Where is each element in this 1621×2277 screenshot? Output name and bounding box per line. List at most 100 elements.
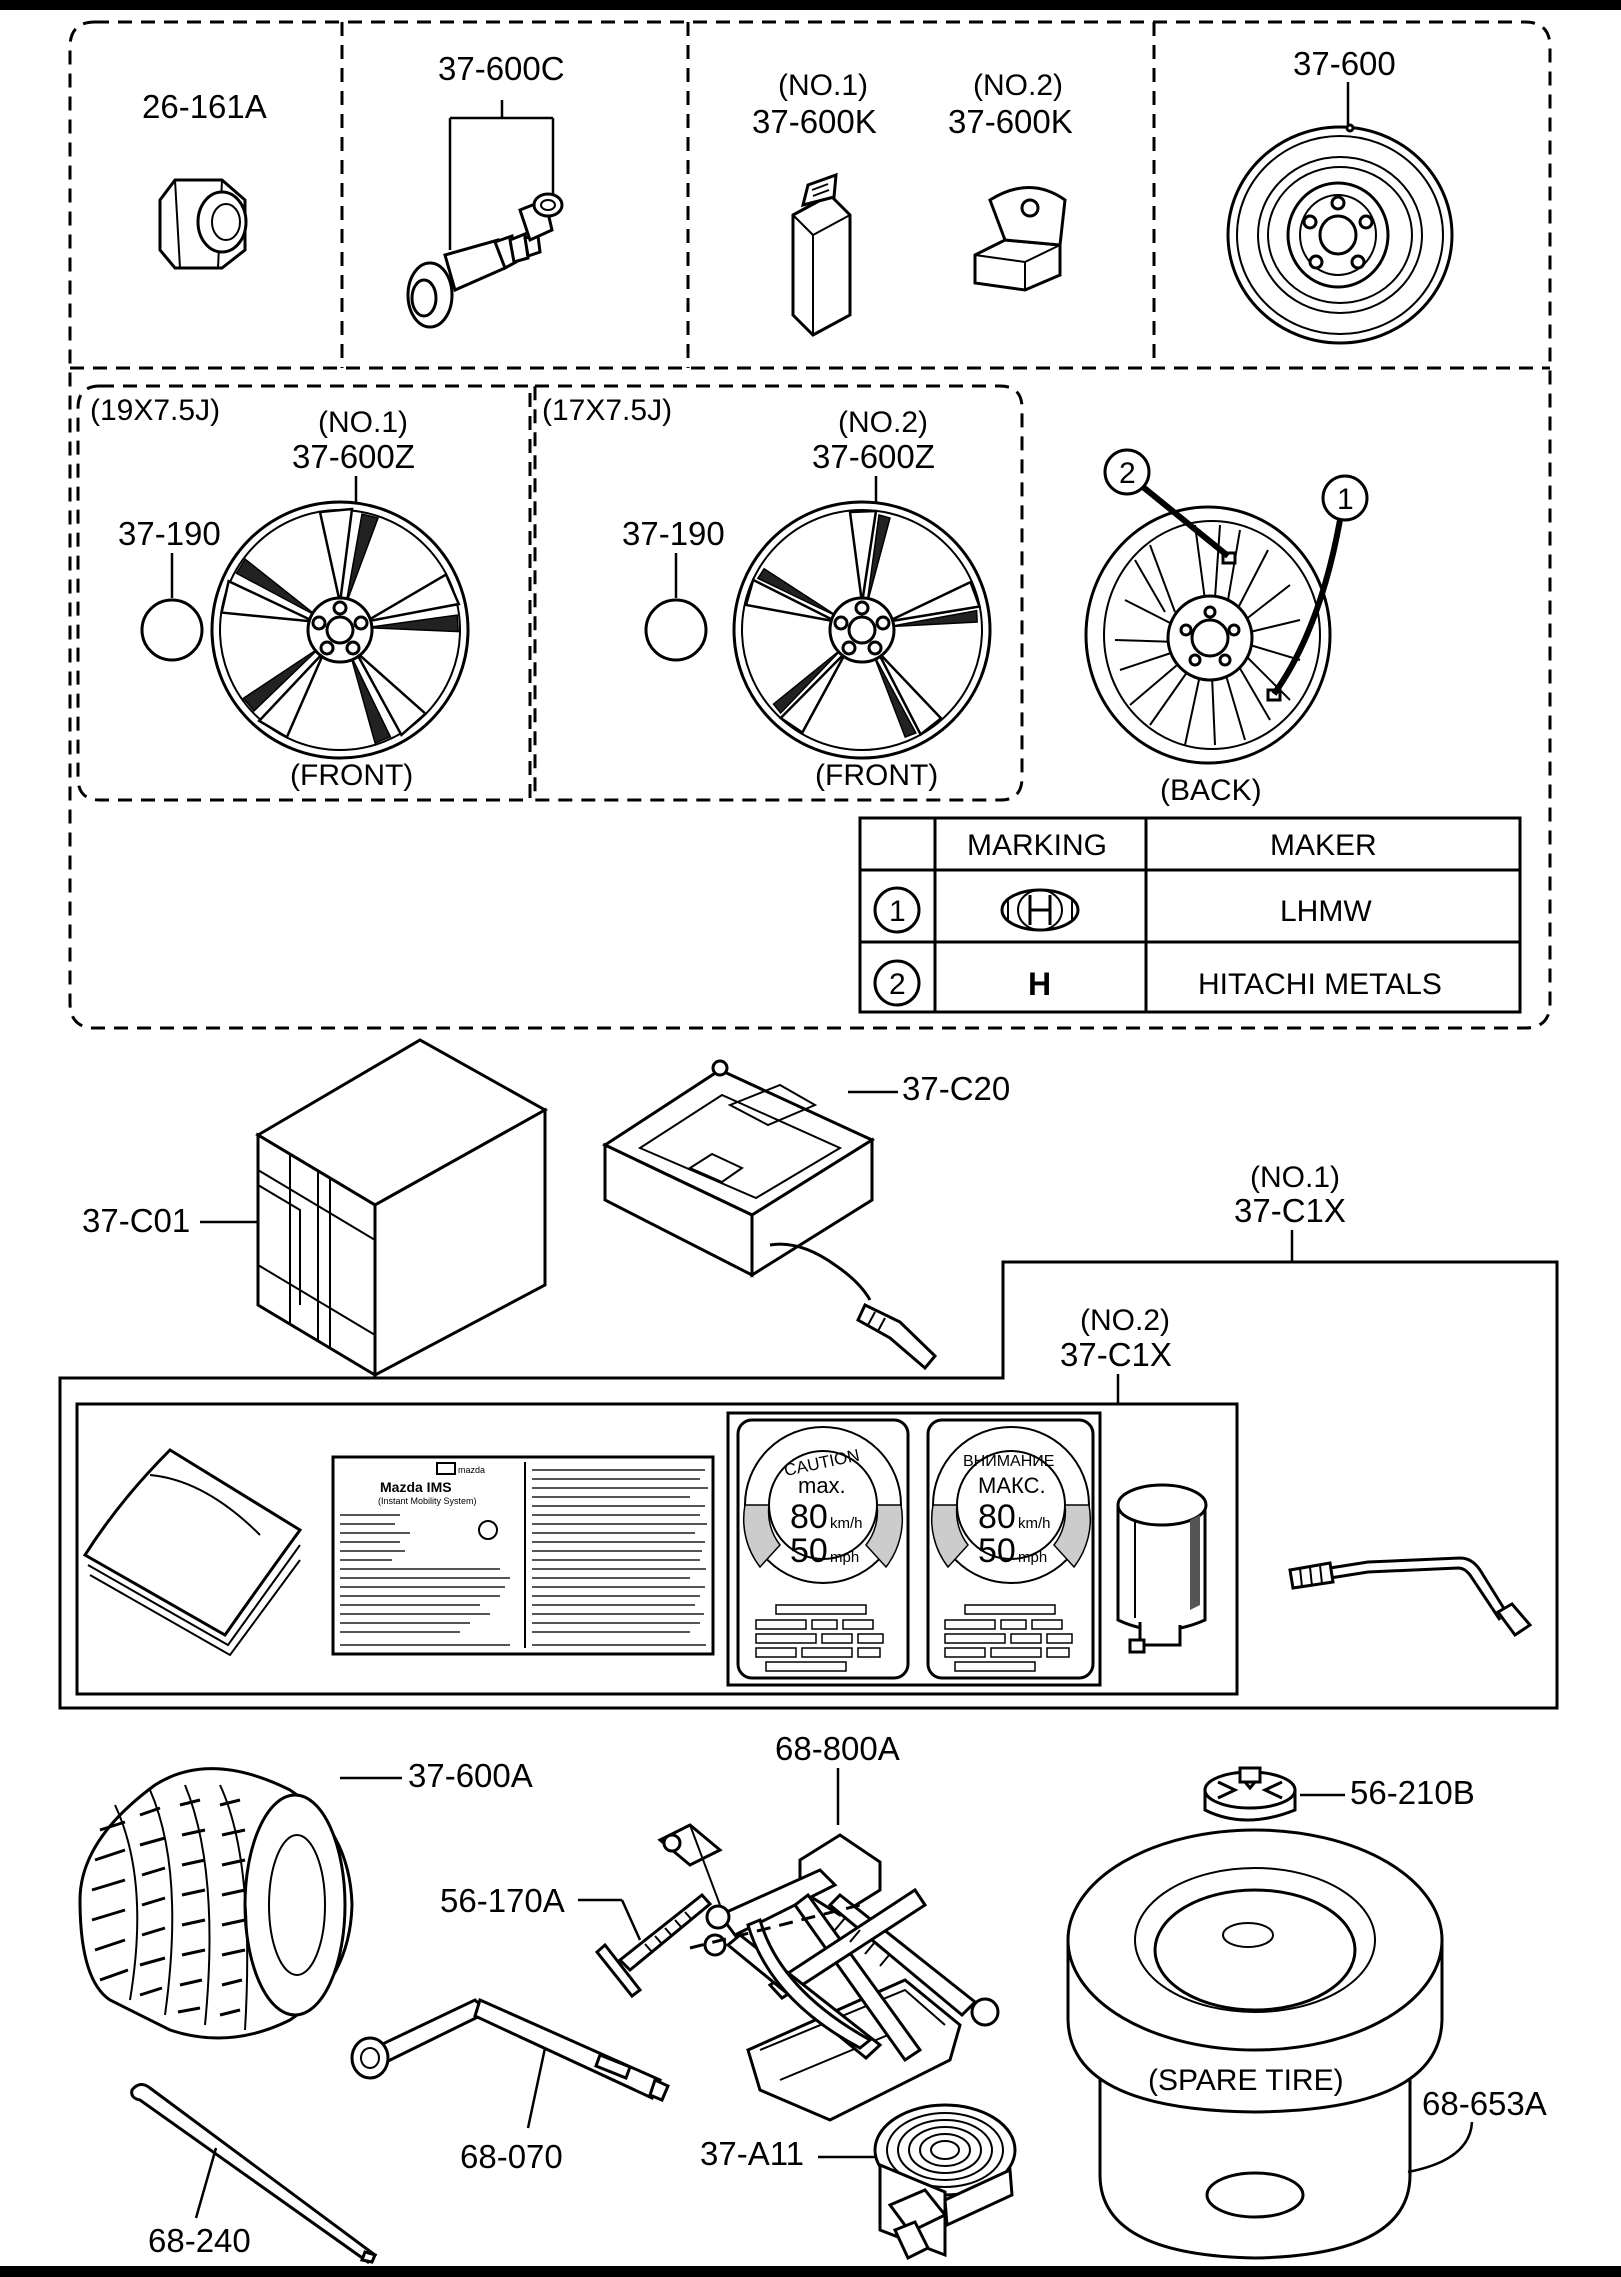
lug-nut-illustration (158, 178, 248, 270)
label-37-600k-no2: 37-600K (948, 103, 1073, 140)
top-frame-bar (0, 0, 1621, 10)
label-37-190-right: 37-190 (622, 515, 725, 552)
table-row2-maker: HITACHI METALS (1198, 968, 1442, 1001)
leader-68-653a (1407, 2121, 1474, 2174)
caution-sticker: CAUTION max. 80 km/h 50 mph (736, 1418, 910, 1680)
label-no1-37-c1x: (NO.1) (1250, 1161, 1340, 1194)
russian-caution-sticker: ВНИМАНИЕ МАКС. 80 km/h 50 mph (926, 1418, 1095, 1680)
wheel-back-illustration (1084, 505, 1332, 765)
valve-stem-illustration (406, 192, 564, 329)
label-no1-37-600z: (NO.1) (318, 406, 408, 439)
label-37-600c: 37-600C (438, 50, 565, 87)
label-26-161a: 26-161A (142, 88, 267, 125)
air-compressor-illustration (601, 1059, 938, 1371)
table-row1-callout (873, 886, 921, 934)
label-56-170a: 56-170A (440, 1882, 565, 1919)
callout-2-text: 2 (1119, 457, 1136, 490)
ru-speed-kmh: 80 (978, 1498, 1016, 1536)
label-68-653a: 68-653A (1422, 2085, 1547, 2122)
caution-unit-mph: mph (830, 1549, 859, 1566)
label-37-600k-no1: 37-600K (752, 103, 877, 140)
jack-bolt-illustration (594, 1892, 713, 1999)
manual-brand: mazda (458, 1465, 485, 1475)
leader-68-070 (526, 2047, 547, 2129)
leader-68-240 (194, 2147, 218, 2219)
leader-callout-1 (1271, 519, 1343, 696)
label-68-070: 68-070 (460, 2138, 563, 2175)
kit-no2-frame (75, 1402, 1239, 1696)
center-cap-left (140, 598, 204, 662)
table-row1-maker: LHMW (1280, 895, 1372, 928)
scissor-jack-illustration (657, 1823, 1000, 2122)
label-37-600z-no2: 37-600Z (812, 438, 935, 475)
label-front-17: (FRONT) (815, 759, 938, 792)
weight-no2-illustration (973, 186, 1067, 292)
label-37-c1x-no2: 37-C1X (1060, 1336, 1172, 1373)
lug-wrench-illustration (350, 1997, 670, 2102)
jack-alignment-dashes (689, 1903, 861, 1950)
label-spare-tire: (SPARE TIRE) (1148, 2064, 1344, 2097)
caution-unit-kmh: km/h (830, 1515, 863, 1532)
table-row2-marking: H (1028, 966, 1051, 1002)
table-row1-no: 1 (889, 895, 906, 928)
label-front-19: (FRONT) (290, 759, 413, 792)
ims-instruction-card: mazda Mazda IMS (Instant Mobility System… (331, 1455, 715, 1656)
ru-title: ВНИМАНИЕ (963, 1453, 1054, 1470)
label-size-17: (17X7.5J) (542, 394, 672, 427)
ru-unit-mph: mph (1018, 1549, 1047, 1566)
ru-unit-kmh: km/h (1018, 1515, 1051, 1532)
label-no2-37-600z: (NO.2) (838, 406, 928, 439)
ru-max: МАКС. (978, 1473, 1046, 1498)
callout-2-circle (1103, 448, 1151, 496)
label-37-600z-no1: 37-600Z (292, 438, 415, 475)
maker-table: MARKING MAKER 1 LHMW 2 H HITACHI METALS (858, 816, 1522, 1014)
label-back: (BACK) (1160, 774, 1262, 807)
sealant-hose-illustration (1288, 1556, 1533, 1638)
label-no2-37-600k: (NO.2) (973, 69, 1063, 102)
leader-56-170a-down (620, 1899, 642, 1941)
table-row2-no: 2 (889, 968, 906, 1001)
label-68-240: 68-240 (148, 2222, 251, 2259)
label-no2-37-c1x: (NO.2) (1080, 1304, 1170, 1337)
table-row2-callout (873, 959, 921, 1007)
ru-speed-mph: 50 (978, 1532, 1016, 1570)
label-37-c01: 37-C01 (82, 1202, 190, 1239)
center-cap-right (644, 598, 708, 662)
kit-no1-frame (58, 1260, 1559, 1710)
caution-speed-mph: 50 (790, 1532, 828, 1570)
manual-subtitle: (Instant Mobility System) (378, 1496, 477, 1506)
lhmw-marking-icon (1000, 888, 1080, 932)
wheel-17-dashed-box (533, 384, 1024, 802)
label-37-c1x-no1: 37-C1X (1234, 1192, 1346, 1229)
tire-37-600a-illustration (78, 1767, 354, 2040)
label-37-600a: 37-600A (408, 1757, 533, 1794)
repair-kit-box-illustration (255, 1038, 549, 1378)
wheel-17-front-illustration (732, 500, 992, 760)
label-68-800a: 68-800A (775, 1730, 900, 1767)
wheel-group-dashed-box (68, 20, 1552, 1030)
leader-callout-2 (1141, 484, 1230, 559)
table-header-maker: MAKER (1270, 829, 1377, 862)
caution-speed-kmh: 80 (790, 1498, 828, 1536)
table-header-marking: MARKING (967, 829, 1107, 862)
wheel-19-dashed-box (76, 384, 532, 802)
label-37-a11: 37-A11 (700, 2135, 804, 2172)
label-no1-37-600k: (NO.1) (778, 69, 868, 102)
sealant-bottle-illustration (1116, 1483, 1208, 1654)
strap-belt-illustration (873, 2103, 1017, 2261)
spare-tire-holder-bolt-illustration (1203, 1766, 1297, 1822)
caution-max: max. (798, 1473, 846, 1498)
spare-tire-illustration (1066, 1828, 1444, 2260)
weight-no1-illustration (791, 172, 852, 337)
callout-1-text: 1 (1337, 483, 1354, 516)
label-37-190-left: 37-190 (118, 515, 221, 552)
manual-title: Mazda IMS (380, 1479, 452, 1495)
manual-booklet-illustration (82, 1448, 303, 1657)
label-size-19: (19X7.5J) (90, 394, 220, 427)
label-37-c20: 37-C20 (902, 1070, 1010, 1107)
jack-handle-bar-illustration (130, 2083, 378, 2264)
label-56-210b: 56-210B (1350, 1774, 1475, 1811)
callout-1-circle (1321, 474, 1369, 522)
spare-wheel-illustration (1226, 123, 1454, 345)
